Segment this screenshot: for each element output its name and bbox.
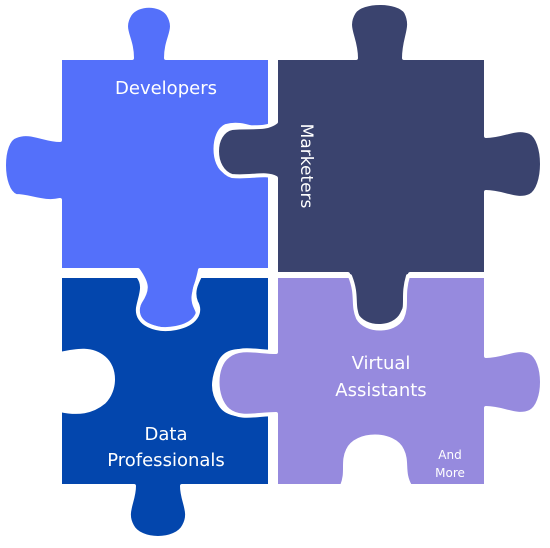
label-data-line1: Data (145, 424, 188, 445)
label-data-line2: Professionals (107, 450, 225, 471)
label-developers: Developers (115, 78, 217, 99)
label-virtual-line2: Assistants (335, 380, 426, 401)
label-virtual-line1: Virtual (352, 353, 411, 374)
puzzle-piece-marketers (215, 1, 544, 328)
label-marketers: Marketers (296, 124, 316, 209)
label-more: More (435, 466, 465, 480)
puzzle-piece-virtual-assistants (215, 274, 544, 488)
label-and: And (438, 448, 461, 462)
